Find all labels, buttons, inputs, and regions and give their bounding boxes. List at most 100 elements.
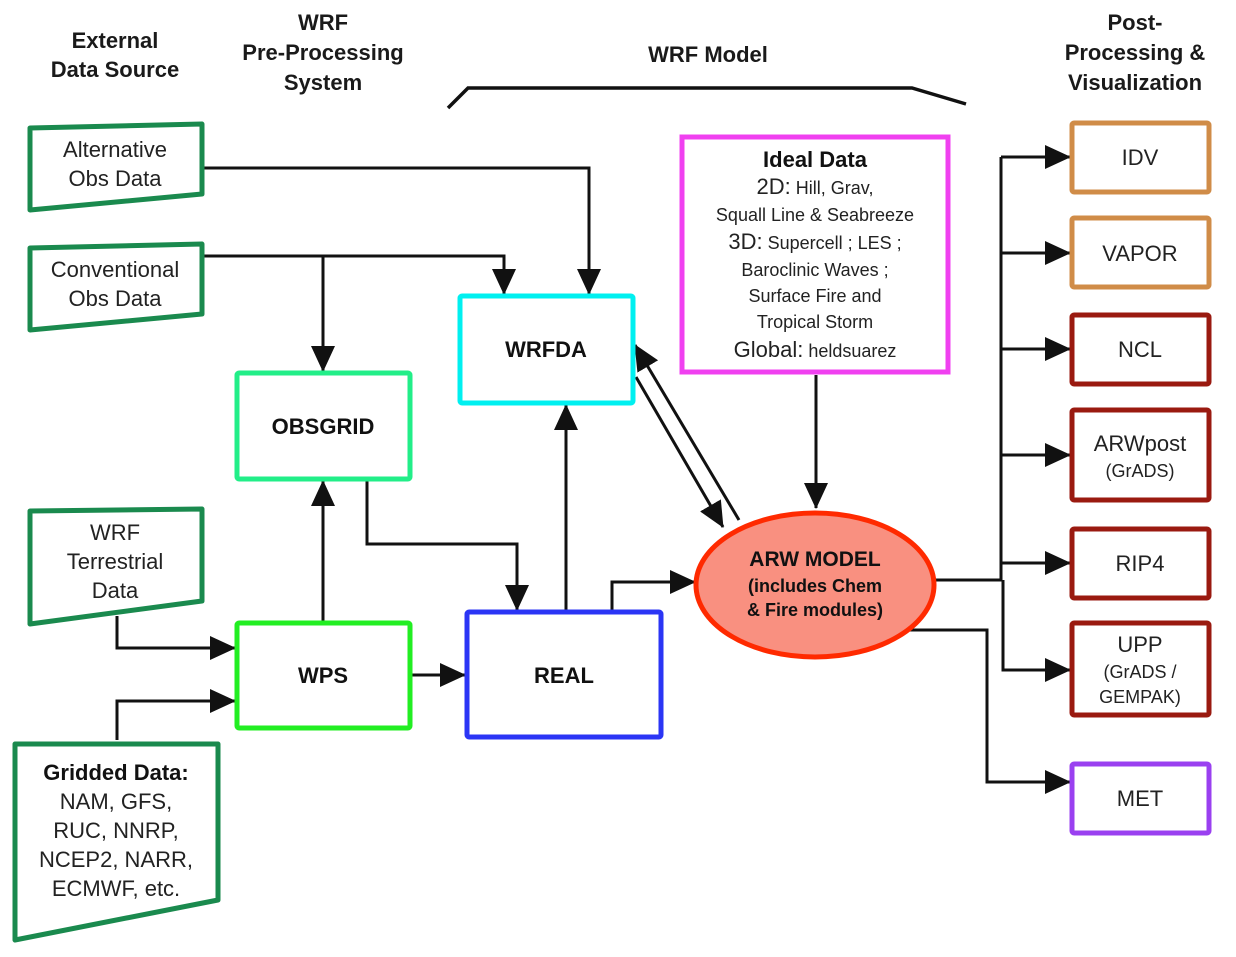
tool-sublabel: (GrADS) — [1106, 461, 1175, 481]
arrow-terrestrial-to-wps — [115, 616, 236, 660]
source-alternative-obs[interactable]: Alternative Obs Data — [27, 121, 205, 213]
component-label: OBSGRID — [272, 414, 375, 439]
source-label: Obs Data — [69, 166, 163, 191]
component-label: WRFDA — [505, 337, 587, 362]
source-title: Gridded Data: — [43, 760, 188, 785]
arw-subtitle: & Fire modules) — [747, 600, 883, 620]
arrow-altobs-to-wrfda — [202, 166, 601, 295]
header-pre-processing: WRF Pre-Processing System — [242, 10, 403, 95]
tool-label: IDV — [1122, 145, 1159, 170]
header-line: External — [72, 28, 159, 53]
component-box — [457, 293, 636, 406]
tool-box — [1069, 407, 1212, 503]
arw-title: ARW MODEL — [749, 548, 881, 571]
tool-idv[interactable]: IDV — [1069, 120, 1212, 195]
ideal-2d-line: 2D: Hill, Grav, — [757, 174, 874, 199]
component-box — [234, 370, 413, 482]
source-label: NAM, GFS, — [60, 789, 172, 814]
arw-ellipse — [693, 510, 937, 660]
tool-sublabel: (GrADS / — [1103, 662, 1176, 682]
ideal-2d-text: Hill, Grav, — [791, 178, 874, 198]
component-wps[interactable]: WPS — [234, 620, 413, 731]
tool-box — [1069, 620, 1212, 718]
tool-met[interactable]: MET — [1069, 761, 1212, 836]
source-label: WRF — [90, 520, 140, 545]
tool-box — [1069, 120, 1212, 195]
tool-rip4[interactable]: RIP4 — [1069, 526, 1212, 601]
component-label: REAL — [534, 663, 594, 688]
source-shape — [27, 121, 205, 213]
tool-vapor[interactable]: VAPOR — [1069, 215, 1212, 290]
ideal-3d-text: Supercell ; LES ; — [763, 233, 902, 253]
source-shape — [27, 241, 205, 333]
source-label: Conventional — [51, 257, 179, 282]
tool-box — [1069, 215, 1212, 290]
ideal-global-line: Global: heldsuarez — [734, 337, 897, 362]
source-terrestrial[interactable]: WRF Terrestrial Data — [27, 506, 205, 627]
header-post-processing: Post- Processing & Visualization — [1065, 10, 1206, 95]
ideal-box — [679, 134, 951, 375]
header-line: Post- — [1108, 10, 1163, 35]
component-arw-model[interactable]: ARW MODEL (includes Chem & Fire modules) — [693, 510, 937, 660]
header-line: System — [284, 70, 362, 95]
arrow-arw-to-wrfda — [633, 344, 741, 521]
source-label: ECMWF, etc. — [52, 876, 180, 901]
ideal-3d-prefix: 3D: — [728, 229, 762, 254]
header-external-data-source: External Data Source — [51, 28, 179, 82]
arrow-real-to-arw — [610, 570, 696, 610]
header-line: Data Source — [51, 57, 179, 82]
source-label: Obs Data — [69, 286, 163, 311]
component-real[interactable]: REAL — [464, 609, 664, 740]
source-label: RUC, NNRP, — [53, 818, 179, 843]
component-label: WPS — [298, 663, 348, 688]
arrow-convobs-to-wrfda — [202, 254, 516, 295]
source-gridded[interactable]: Gridded Data: NAM, GFS, RUC, NNRP, NCEP2… — [12, 741, 221, 943]
header-wrf-model: WRF Model — [446, 42, 967, 110]
tool-label: ARWpost — [1094, 431, 1187, 456]
header-line: Visualization — [1068, 70, 1202, 95]
tool-label: MET — [1117, 786, 1163, 811]
ideal-title: Ideal Data — [763, 147, 868, 172]
tool-upp[interactable]: UPP (GrADS / GEMPAK) — [1069, 620, 1212, 718]
tool-box — [1069, 312, 1212, 387]
arrow-wrfda-to-arw — [634, 376, 725, 528]
ideal-3d-cont: Tropical Storm — [757, 312, 873, 332]
tool-box — [1069, 761, 1212, 836]
wrf-model-bracket — [446, 86, 967, 110]
header-line: Processing & — [1065, 40, 1206, 65]
header-line: Pre-Processing — [242, 40, 403, 65]
source-conventional-obs[interactable]: Conventional Obs Data — [27, 241, 205, 333]
component-box — [464, 609, 664, 740]
tool-sublabel: GEMPAK) — [1099, 687, 1181, 707]
component-wrfda[interactable]: WRFDA — [457, 293, 636, 406]
arw-subtitle: (includes Chem — [748, 576, 882, 596]
ideal-3d-cont: Surface Fire and — [748, 286, 881, 306]
tool-label: RIP4 — [1116, 551, 1165, 576]
source-shape — [27, 506, 205, 627]
tool-label: VAPOR — [1102, 241, 1177, 266]
source-shape — [12, 741, 221, 943]
ideal-data-box[interactable]: Ideal Data 2D: Hill, Grav, Squall Line &… — [679, 134, 951, 375]
source-label: Terrestrial — [67, 549, 164, 574]
tool-box — [1069, 526, 1212, 601]
arrow-obsgrid-to-real — [365, 481, 529, 611]
tool-label: NCL — [1118, 337, 1162, 362]
source-label: Alternative — [63, 137, 167, 162]
arrow-arw-to-met — [906, 628, 1071, 794]
ideal-3d-cont: Baroclinic Waves ; — [741, 260, 888, 280]
ideal-global-text: heldsuarez — [803, 341, 896, 361]
tool-ncl[interactable]: NCL — [1069, 312, 1212, 387]
ideal-2d-prefix: 2D: — [757, 174, 791, 199]
header-line: WRF Model — [648, 42, 768, 67]
source-label: NCEP2, NARR, — [39, 847, 193, 872]
component-obsgrid[interactable]: OBSGRID — [234, 370, 413, 482]
source-label: Data — [92, 578, 139, 603]
ideal-global-prefix: Global: — [734, 337, 804, 362]
tool-arwpost[interactable]: ARWpost (GrADS) — [1069, 407, 1212, 503]
arrow-gridded-to-wps — [115, 689, 236, 740]
component-box — [234, 620, 413, 731]
header-line: WRF — [298, 10, 348, 35]
connectors — [115, 145, 1071, 794]
ideal-2d-cont: Squall Line & Seabreeze — [716, 205, 914, 225]
